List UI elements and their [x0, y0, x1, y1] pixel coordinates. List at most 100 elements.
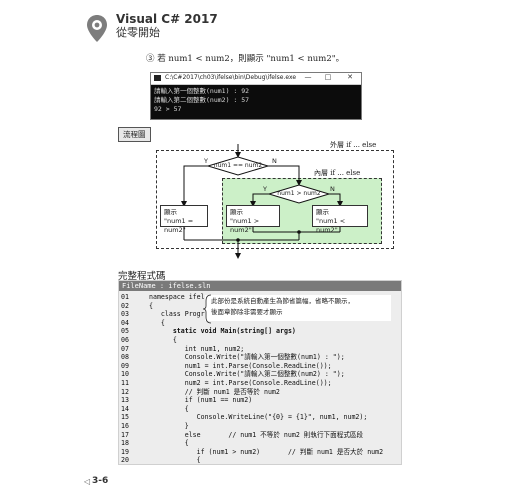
page-number: 3-6 — [92, 476, 109, 486]
step-instruction: ③ 若 num1 < num2，則顯示 "num1 < num2"。 — [146, 52, 344, 64]
code-text: num1 = int.Parse(Console.ReadLine()); — [149, 361, 332, 370]
line-number: 08 — [121, 353, 129, 362]
code-line: 17 else // num1 不等於 num2 則執行下面程式區段 — [119, 430, 401, 440]
code-line: 20 { — [119, 455, 401, 465]
box-title: 顯示 — [316, 208, 329, 216]
line-number: 13 — [121, 396, 129, 405]
omitted-code-note-box — [205, 295, 391, 321]
code-text: int num1, num2; — [149, 344, 245, 353]
code-text: class Program — [149, 310, 213, 319]
line-number: 16 — [121, 422, 129, 430]
code-text: Console.WriteLine("{0} = {1}", num1, num… — [149, 413, 368, 422]
code-text: { — [149, 336, 177, 344]
filename-bar: FileName : ifelse.sln — [119, 281, 401, 291]
code-text: namespace ifelse — [149, 293, 213, 301]
console-output: 請輸入第一個整數(num1) : 92 請輸入第二個整數(num2) : 57 … — [151, 85, 361, 119]
line-number: 09 — [121, 361, 129, 370]
line-number: 14 — [121, 404, 129, 413]
code-line: 10 Console.Write("請輸入第二個整數(num2) : "); — [119, 369, 401, 379]
output-greater-box: 顯示 "num1 > num2" — [226, 205, 280, 234]
minimize-button[interactable]: — — [304, 73, 312, 81]
code-line: 04 { — [119, 318, 401, 328]
code-text: { — [149, 318, 165, 327]
note-line: 此部份是系統自動產生為節省篇幅，省略不顯示， — [211, 297, 354, 305]
code-line: 02 { — [119, 301, 401, 311]
line-number: 19 — [121, 447, 129, 456]
line-number: 18 — [121, 439, 129, 448]
code-text: { — [149, 301, 153, 310]
line-number: 15 — [121, 413, 129, 422]
code-text: { — [149, 404, 189, 413]
line-number: 02 — [121, 301, 129, 310]
code-line: 13 if (num1 == num2) — [119, 395, 401, 405]
line-number: 01 — [121, 293, 129, 301]
line-number: 07 — [121, 344, 129, 353]
console-line: 92 > 57 — [154, 105, 182, 113]
code-text: static void Main(string[] args) — [149, 327, 296, 336]
maximize-button[interactable]: □ — [324, 73, 332, 81]
code-line: 19 if (num1 > num2) // 判斷 num1 是否大於 num2 — [119, 447, 401, 457]
code-text: else // num1 不等於 num2 則執行下面程式區段 — [149, 430, 364, 439]
code-line: 12 // 判斷 num1 是否等於 num2 — [119, 387, 401, 397]
inner-decision-label: num1 > num2 — [277, 190, 321, 197]
outer-yes-label: Y — [204, 157, 208, 165]
code-line: 16 } — [119, 421, 401, 431]
code-line: 15 Console.WriteLine("{0} = {1}", num1, … — [119, 412, 401, 422]
code-text: { — [149, 439, 189, 448]
code-heading: 完整程式碼 — [118, 271, 166, 282]
line-number: 17 — [121, 430, 129, 439]
book-subtitle: 從零開始 — [116, 26, 160, 39]
line-number: 12 — [121, 387, 129, 396]
code-text: num2 = int.Parse(Console.ReadLine()); — [149, 379, 332, 387]
code-line: 06 { — [119, 335, 401, 345]
code-text: Console.Write("請輸入第二個整數(num2) : "); — [149, 370, 345, 379]
code-text: if (num1 == num2) — [149, 396, 253, 405]
book-title: Visual C# 2017 — [116, 12, 218, 26]
line-number: 06 — [121, 336, 129, 344]
code-line: 18 { — [119, 438, 401, 448]
close-button[interactable]: ✕ — [347, 73, 353, 81]
code-line: 11 num2 = int.Parse(Console.ReadLine()); — [119, 378, 401, 388]
console-titlebar: C:\C#2017\ch03\ifelse\bin\Debug\ifelse.e… — [151, 73, 361, 85]
step-text: 若 num1 < num2，則顯示 "num1 < num2"。 — [157, 54, 345, 64]
flowchart-label: 流程圖 — [118, 127, 151, 142]
code-line: 09 num1 = int.Parse(Console.ReadLine()); — [119, 361, 401, 371]
console-line: 請輸入第一個整數(num1) : 92 — [154, 87, 250, 95]
console-title: C:\C#2017\ch03\ifelse\bin\Debug\ifelse.e… — [165, 74, 297, 81]
output-less-box: 顯示 "num1 < num2" — [312, 205, 368, 234]
outer-if-else-region — [156, 150, 394, 249]
outer-decision-label: num1 == num2 — [213, 162, 263, 169]
box-title: 顯示 — [230, 208, 243, 216]
console-window: C:\C#2017\ch03\ifelse\bin\Debug\ifelse.e… — [150, 72, 362, 120]
line-number: 10 — [121, 370, 129, 379]
output-equal-box: 顯示 "num1 = num2" — [160, 205, 208, 234]
line-number: 05 — [121, 327, 129, 336]
location-pin-logo-icon — [87, 15, 107, 42]
code-text: { — [149, 456, 201, 465]
line-number: 11 — [121, 379, 129, 387]
console-app-icon — [154, 75, 161, 81]
omitted-code-note: 此部份是系統自動產生為節省篇幅，省略不顯示， 後面章節除非需要才顯示 — [211, 296, 354, 318]
line-number: 04 — [121, 318, 129, 327]
code-line: 05 static void Main(string[] args) — [119, 326, 401, 336]
code-line: 14 { — [119, 404, 401, 414]
note-line: 後面章節除非需要才顯示 — [211, 308, 283, 316]
code-line: 01 namespace ifelse — [119, 292, 401, 302]
code-text: // 判斷 num1 是否等於 num2 — [149, 387, 280, 396]
line-number: 20 — [121, 456, 129, 465]
code-listing: FileName : ifelse.sln 01 namespace ifelse… — [118, 280, 402, 465]
box-text: "num1 < num2" — [316, 217, 346, 234]
filename: FileName : ifelse.sln — [122, 282, 211, 290]
step-marker: ③ — [146, 54, 155, 64]
line-number: 03 — [121, 310, 129, 319]
code-text: if (num1 > num2) // 判斷 num1 是否大於 num2 — [149, 447, 384, 456]
console-line: 請輸入第二個整數(num2) : 57 — [154, 96, 250, 104]
outer-if-else-label: 外層 if ... else — [330, 141, 377, 149]
box-title: 顯示 — [164, 208, 177, 216]
inner-no-label: N — [330, 185, 335, 193]
code-line: 08 Console.Write("請輸入第一個整數(num1) : "); — [119, 352, 401, 362]
code-text: } — [149, 422, 189, 430]
code-line: 07 int num1, num2; — [119, 344, 401, 354]
code-text: Console.Write("請輸入第一個整數(num1) : "); — [149, 353, 345, 362]
